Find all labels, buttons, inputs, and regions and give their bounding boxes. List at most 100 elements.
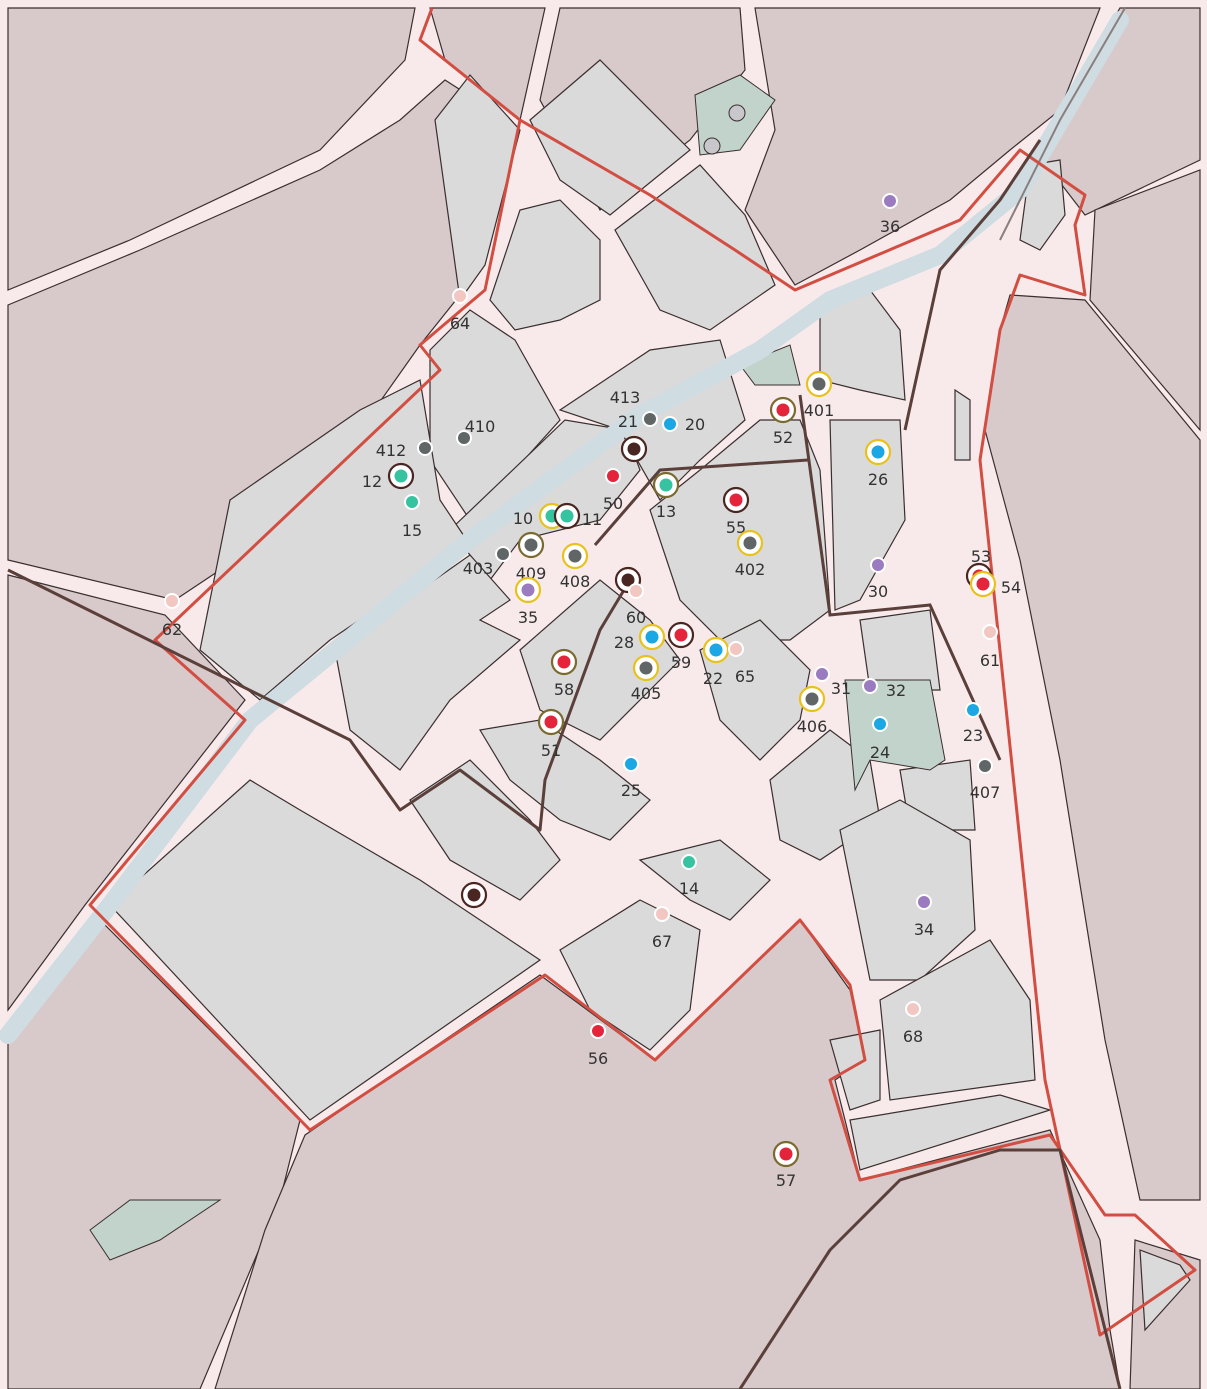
- map-marker[interactable]: 22: [703, 636, 730, 688]
- map-marker[interactable]: 410: [456, 417, 495, 446]
- map-marker[interactable]: 13: [652, 471, 680, 521]
- marker-label: 22: [703, 669, 723, 688]
- map-marker[interactable]: 65: [728, 641, 755, 686]
- marker-dot: [625, 758, 637, 770]
- map-marker[interactable]: 35: [514, 576, 542, 627]
- marker-dot: [568, 549, 582, 563]
- route-line-south: [738, 1148, 1122, 1389]
- marker-label: 10: [513, 509, 533, 528]
- map-marker[interactable]: 14: [679, 854, 699, 898]
- marker-dot: [976, 577, 990, 591]
- map-marker[interactable]: 15: [402, 494, 422, 540]
- marker-label: 52: [773, 428, 793, 447]
- map-marker[interactable]: 412: [376, 440, 433, 460]
- outer-blocks: [7, 7, 1201, 1389]
- map-marker[interactable]: 403: [463, 546, 511, 578]
- marker-dot: [166, 595, 178, 607]
- outer-block-0: [7, 7, 416, 291]
- marker-dot: [967, 704, 979, 716]
- map-marker[interactable]: 36: [880, 193, 900, 236]
- marker-label: 56: [588, 1049, 608, 1068]
- map-marker[interactable]: 25: [621, 756, 641, 800]
- marker-label: 403: [463, 559, 494, 578]
- marker-dot: [592, 1025, 604, 1037]
- marker-label: 412: [376, 441, 407, 460]
- marker-label: 62: [162, 620, 182, 639]
- marker-dot: [979, 760, 991, 772]
- map-marker[interactable]: 11: [553, 502, 602, 530]
- route-line-east: [903, 139, 1042, 431]
- marker-label: 24: [870, 743, 890, 762]
- map-marker[interactable]: 58: [550, 648, 578, 699]
- map-marker[interactable]: 67: [652, 906, 672, 951]
- map-marker[interactable]: 52: [769, 396, 797, 447]
- map-marker[interactable]: 20: [662, 415, 705, 434]
- map-marker[interactable]: 62: [162, 593, 182, 639]
- map-marker[interactable]: 23: [963, 702, 983, 745]
- marker-dot: [683, 856, 695, 868]
- marker-label: 21: [618, 412, 638, 431]
- marker-label: 410: [465, 417, 496, 436]
- map-marker[interactable]: 32: [862, 678, 906, 700]
- map-marker[interactable]: 57: [772, 1140, 800, 1190]
- marker-dot: [497, 548, 509, 560]
- marker-dot: [664, 418, 676, 430]
- map-marker[interactable]: 55: [722, 486, 750, 537]
- map-marker[interactable]: 402: [735, 529, 766, 579]
- map-marker[interactable]: 26: [864, 438, 892, 489]
- map-marker[interactable]: 409: [516, 531, 547, 583]
- marker-dot: [729, 493, 743, 507]
- district-block-26: [954, 388, 971, 461]
- map-marker[interactable]: 50: [603, 468, 623, 513]
- map-marker[interactable]: 28: [614, 623, 666, 652]
- map-marker[interactable]: 60: [626, 583, 646, 627]
- map-marker[interactable]: 59: [667, 621, 695, 672]
- map-marker[interactable]: 401: [804, 370, 835, 420]
- marker-label: 57: [776, 1171, 796, 1190]
- map-marker[interactable]: [460, 881, 488, 909]
- district-block-24: [829, 1029, 881, 1111]
- marker-dot: [645, 630, 659, 644]
- map-marker[interactable]: 21: [618, 411, 658, 431]
- map-marker[interactable]: 54: [969, 570, 1021, 598]
- map-marker[interactable]: 408: [560, 542, 591, 591]
- marker-dot: [674, 628, 688, 642]
- map-marker[interactable]: 407: [970, 758, 1001, 802]
- route-line-center-east: [798, 394, 1002, 761]
- map-marker[interactable]: 31: [814, 666, 851, 698]
- district-block-17: [109, 779, 542, 1121]
- map-marker[interactable]: 405: [631, 654, 662, 703]
- marker-dot: [406, 496, 418, 508]
- marker-label: 11: [582, 510, 602, 529]
- marker-dot: [607, 470, 619, 482]
- marker-dot: [656, 908, 668, 920]
- map-marker[interactable]: 64: [450, 288, 470, 333]
- map-marker[interactable]: 56: [588, 1023, 608, 1068]
- map-marker[interactable]: 406: [797, 685, 828, 736]
- marker-label: 23: [963, 726, 983, 745]
- marker-dot: [812, 377, 826, 391]
- map-marker[interactable]: 24: [870, 716, 890, 762]
- map-marker[interactable]: 51: [537, 708, 565, 760]
- park-2: [844, 679, 946, 792]
- marker-label: 36: [880, 217, 900, 236]
- park-3: [89, 1199, 222, 1261]
- map-marker[interactable]: 68: [903, 1001, 923, 1046]
- marker-dot: [644, 413, 656, 425]
- marker-label: 405: [631, 684, 662, 703]
- map-marker[interactable]: 413: [610, 388, 641, 407]
- marker-label: 12: [362, 472, 382, 491]
- marker-dot: [779, 1147, 793, 1161]
- map-marker[interactable]: 30: [868, 557, 888, 601]
- marker-label: 67: [652, 932, 672, 951]
- marker-label: 51: [541, 741, 561, 760]
- map-marker[interactable]: [620, 435, 648, 463]
- marker-label: 402: [735, 560, 766, 579]
- map-marker[interactable]: 61: [980, 624, 1000, 670]
- outer-block-6: [1089, 169, 1201, 432]
- marker-label: 58: [554, 680, 574, 699]
- map-marker[interactable]: 34: [914, 894, 934, 939]
- marker-dot: [872, 559, 884, 571]
- map-marker[interactable]: 12: [362, 462, 415, 491]
